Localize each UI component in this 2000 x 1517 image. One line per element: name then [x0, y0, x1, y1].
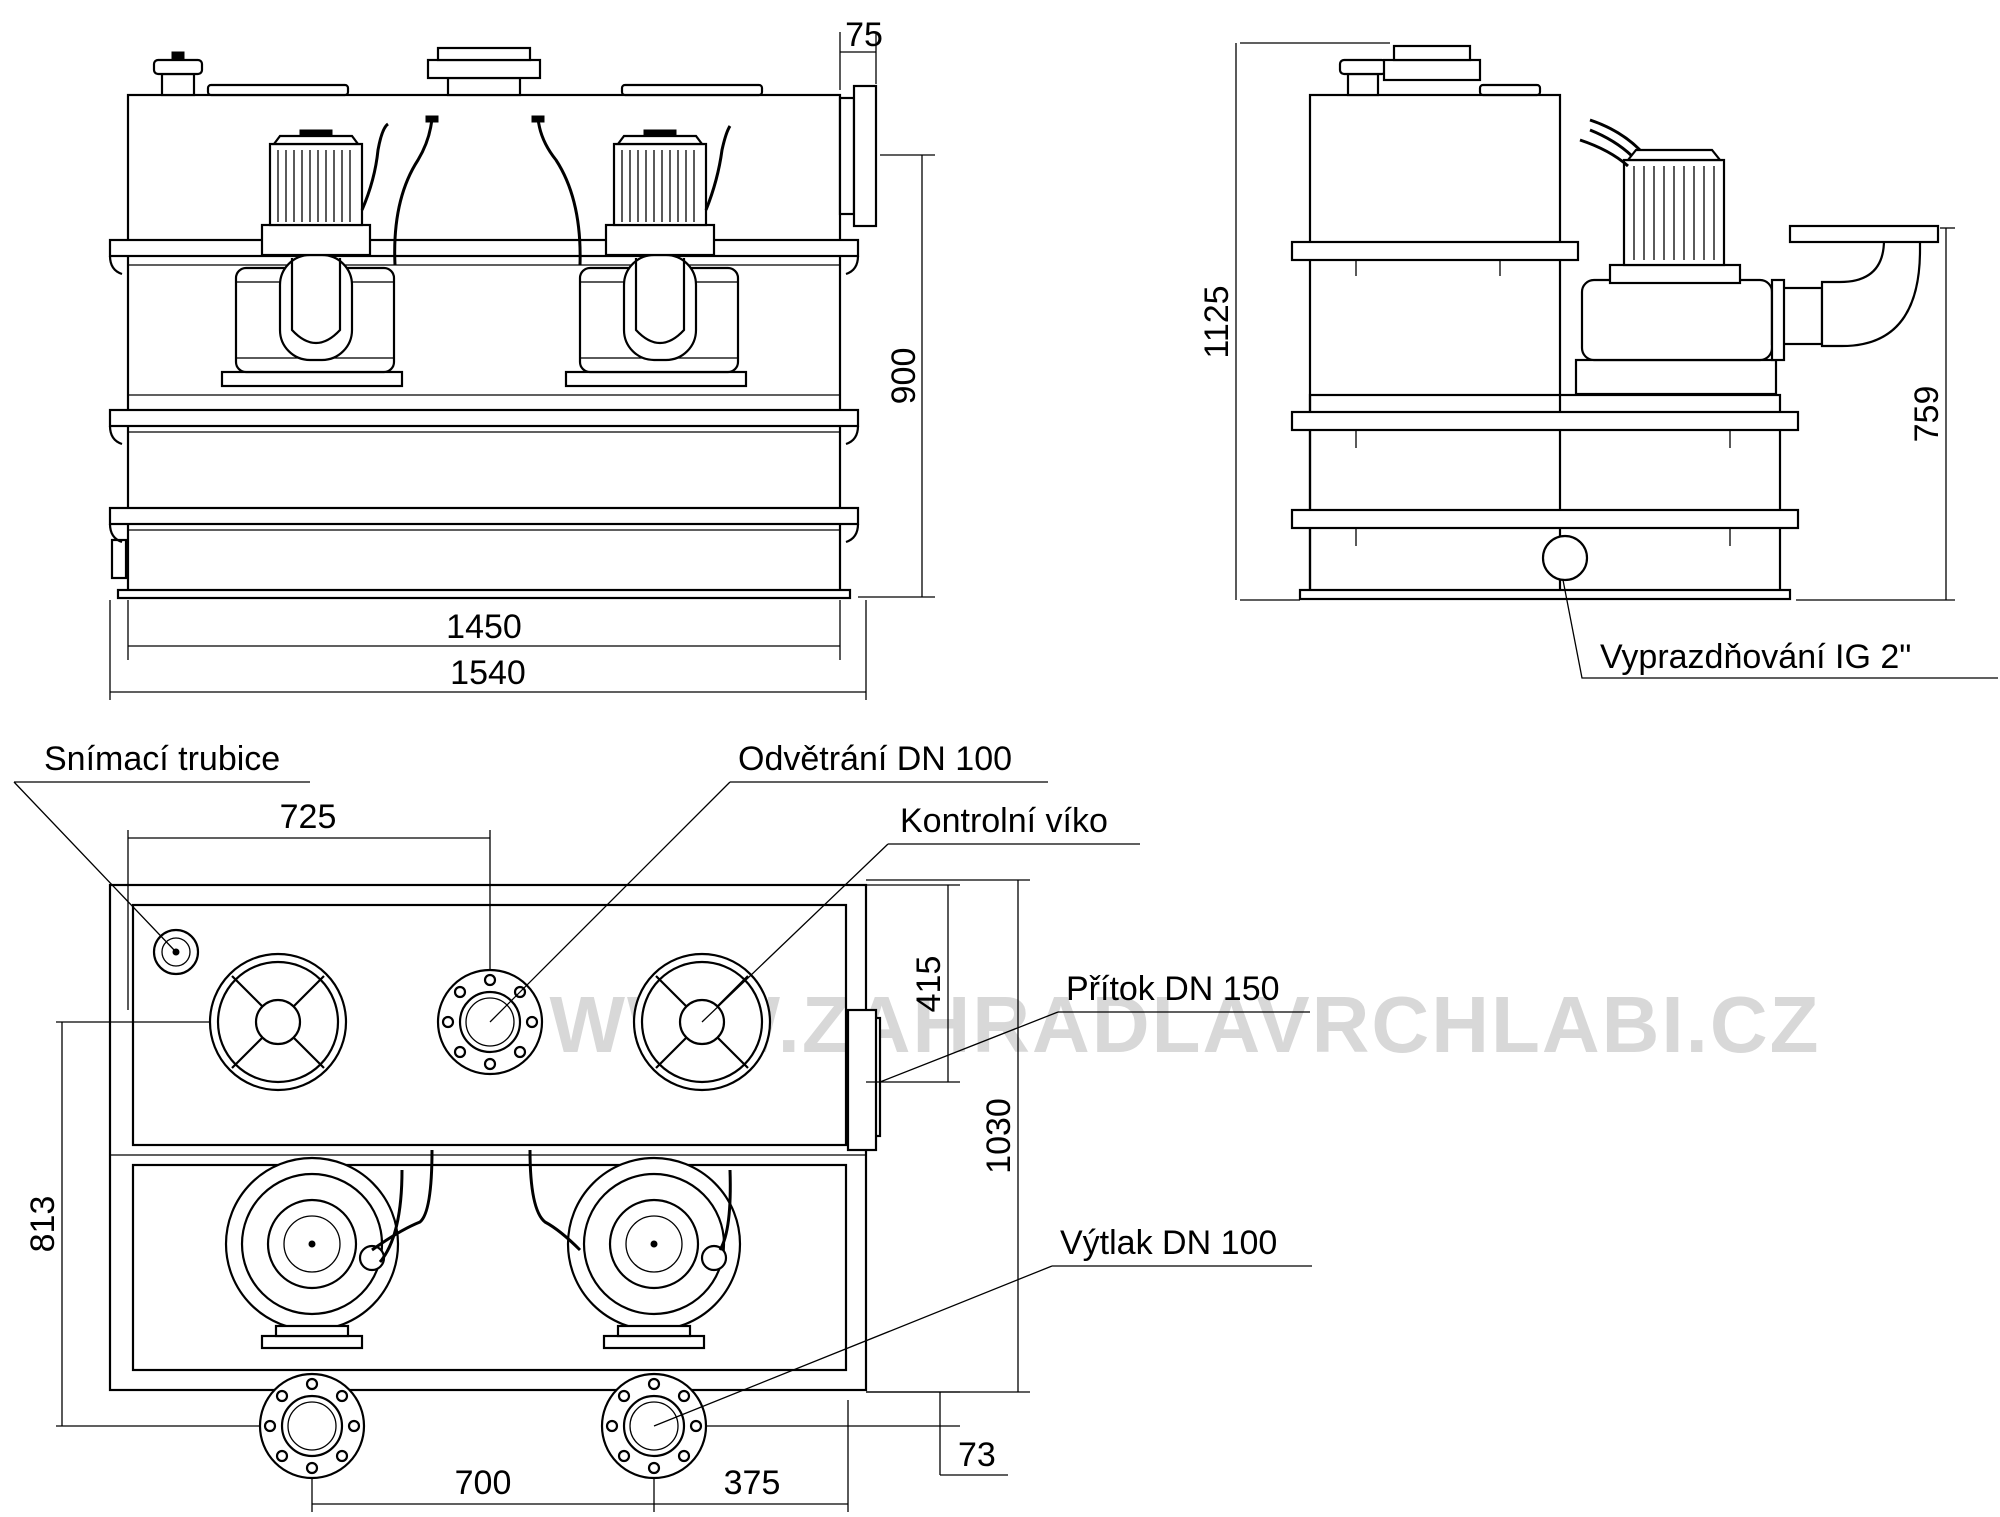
top-tank-outline	[108, 883, 868, 1392]
front-sensor-tube	[160, 72, 196, 97]
top-cover-left	[208, 952, 348, 1092]
front-lid-left	[206, 83, 350, 97]
pump-motor-collar	[260, 223, 372, 257]
front-view: 75 900 1450 1540	[108, 16, 935, 700]
top-inlet-flange	[846, 1008, 878, 1152]
top-chamber-lower	[131, 1163, 848, 1372]
top-pump-1	[224, 1149, 434, 1350]
top-pump-2	[528, 1149, 742, 1350]
front-base-plate	[116, 588, 852, 600]
top-discharge-1	[258, 1372, 366, 1480]
front-dimensions: 75 900 1450 1540	[109, 16, 935, 700]
dim-1030: 1030	[980, 1098, 1018, 1174]
front-inlet-pipe	[838, 96, 856, 216]
top-dimensions: 725 415 1030 813 700 375 73	[24, 798, 1030, 1512]
label-drain: Vyprazdňování IG 2"	[1600, 638, 1911, 676]
front-flange-lower	[108, 506, 860, 526]
dim-1450: 1450	[446, 608, 522, 646]
front-pump-2	[531, 115, 748, 388]
side-sensor-tube	[1346, 72, 1380, 97]
pump-motor	[268, 142, 364, 227]
top-labels: Snímací trubice Odvětrání DN 100 Kontrol…	[13, 740, 1312, 1427]
side-discharge-elbow	[1820, 234, 1922, 348]
dim-700: 700	[455, 1464, 512, 1502]
side-view: Vyprazdňování IG 2" 1125 759	[1198, 42, 1998, 679]
dim-75: 75	[845, 16, 883, 54]
label-inspection-cover: Kontrolní víko	[900, 802, 1108, 840]
side-pump	[1574, 118, 1940, 396]
side-flange-lower	[1290, 508, 1800, 530]
dim-813: 813	[24, 1196, 62, 1253]
pump-motor-collar	[1608, 263, 1742, 285]
pump-motor-collar	[604, 223, 716, 257]
side-drain-port	[1541, 534, 1589, 582]
dim-900: 900	[885, 348, 923, 405]
dim-415: 415	[910, 956, 948, 1013]
dim-725: 725	[280, 798, 337, 836]
pump-base	[564, 370, 748, 388]
side-vent-flange	[1382, 58, 1482, 82]
top-view: Snímací trubice Odvětrání DN 100 Kontrol…	[13, 740, 1312, 1512]
side-base-plate	[1298, 588, 1792, 601]
pump-base	[220, 370, 404, 388]
front-vent-pipe	[446, 76, 522, 97]
dim-375: 375	[724, 1464, 781, 1502]
dim-1540: 1540	[450, 654, 526, 692]
label-inlet: Přítok DN 150	[1066, 970, 1280, 1008]
front-lid-right	[620, 83, 764, 97]
label-vent: Odvětrání DN 100	[738, 740, 1012, 778]
label-discharge: Výtlak DN 100	[1060, 1224, 1277, 1262]
pump-base	[1574, 358, 1778, 396]
dim-1125: 1125	[1198, 285, 1236, 358]
side-flange-upper	[1290, 240, 1580, 262]
side-discharge-flange	[1788, 224, 1940, 244]
front-pump-1	[220, 115, 439, 388]
front-vent-flange	[426, 58, 542, 80]
label-sensor-tube: Snímací trubice	[44, 740, 280, 778]
pump-discharge-bend	[278, 253, 354, 362]
pump-volute	[1580, 278, 1774, 362]
dim-759: 759	[1908, 386, 1946, 443]
front-flange-middle	[108, 408, 860, 428]
front-inlet-flange	[852, 84, 878, 228]
side-flange-middle	[1290, 410, 1800, 432]
pump-discharge-bend	[622, 253, 698, 362]
front-flange-upper	[108, 238, 860, 258]
dim-73: 73	[958, 1436, 996, 1474]
pump-motor	[612, 142, 708, 227]
